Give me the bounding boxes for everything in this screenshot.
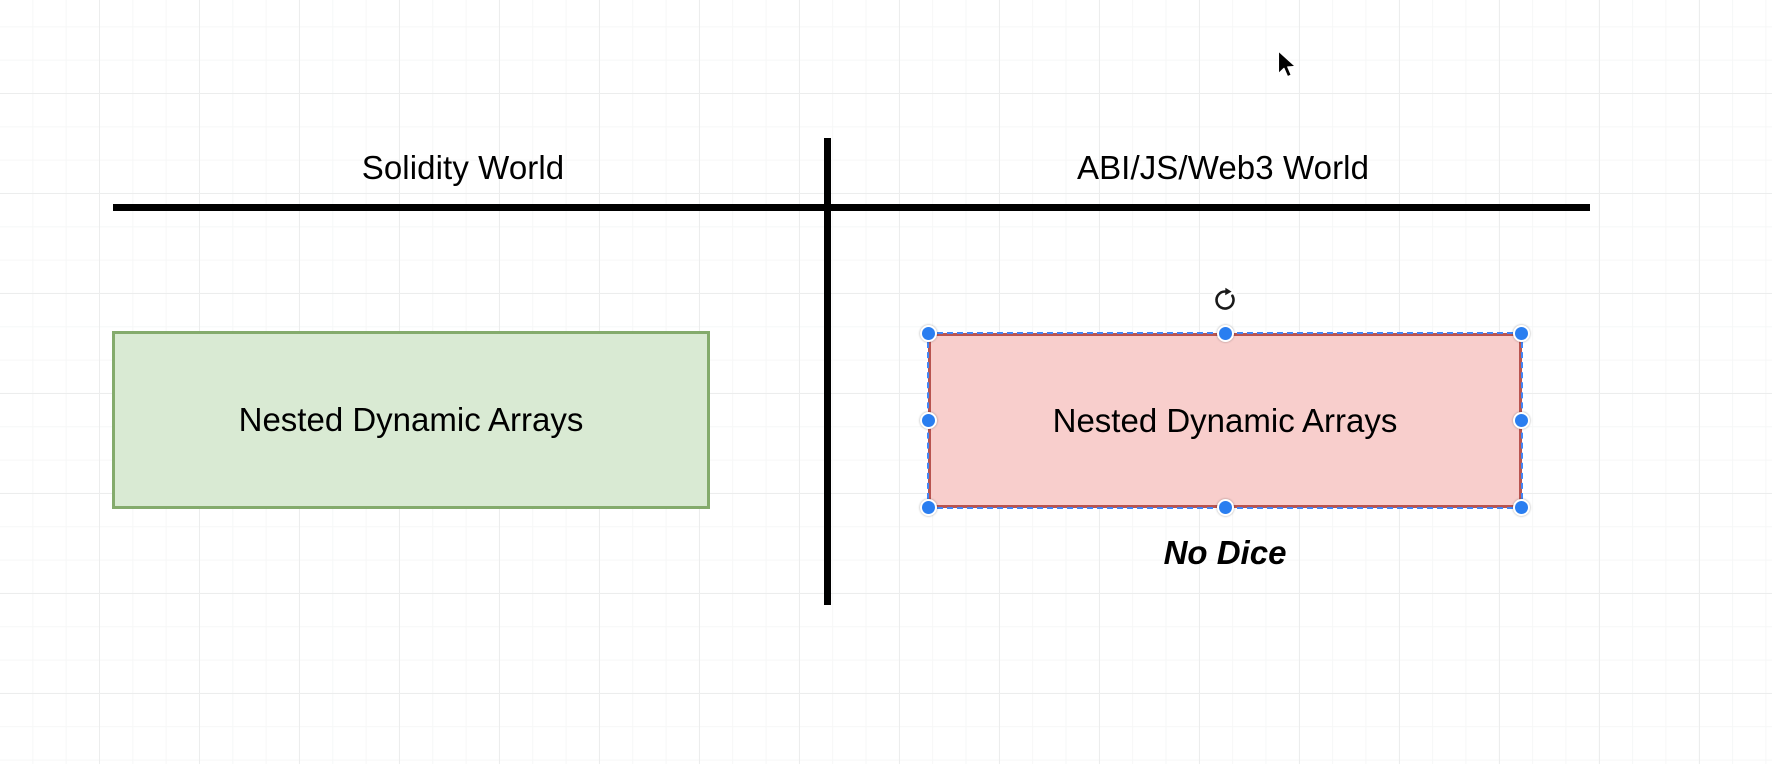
resize-handle-top-right[interactable] [1512, 324, 1530, 342]
column-header-abi: ABI/JS/Web3 World [1076, 149, 1370, 186]
shape-label: Nested Dynamic Arrays [1052, 401, 1398, 439]
header-underline-rule [113, 204, 1590, 211]
resize-handle-bottom-center[interactable] [1216, 498, 1234, 516]
rotate-icon[interactable] [1210, 285, 1240, 315]
caption-no-dice: No Dice [1163, 534, 1287, 571]
shape-nested-dynamic-arrays-abi[interactable]: Nested Dynamic Arrays [928, 333, 1522, 508]
shape-label: Nested Dynamic Arrays [238, 401, 584, 438]
resize-handle-bottom-right[interactable] [1512, 498, 1530, 516]
resize-handle-top-center[interactable] [1216, 324, 1234, 342]
shape-nested-dynamic-arrays-solidity[interactable]: Nested Dynamic Arrays [112, 331, 710, 509]
resize-handle-middle-left[interactable] [919, 411, 937, 429]
resize-handle-bottom-left[interactable] [919, 498, 937, 516]
resize-handle-top-left[interactable] [919, 324, 937, 342]
column-header-solidity: Solidity World [361, 149, 565, 186]
arrow-pointer-cursor [1277, 50, 1299, 82]
column-divider-rule [824, 138, 831, 605]
resize-handle-middle-right[interactable] [1512, 411, 1530, 429]
